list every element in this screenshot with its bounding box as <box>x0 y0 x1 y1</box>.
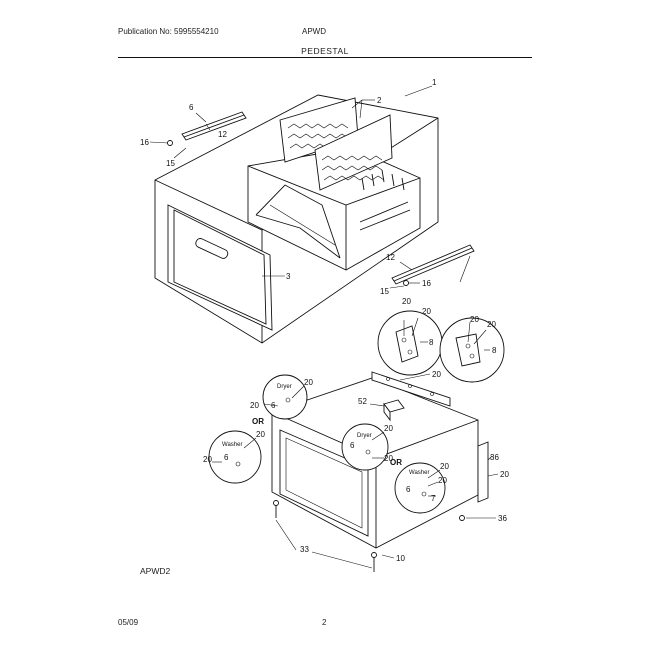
washer-label: Washer <box>409 470 429 476</box>
bracket-detail-circle-1: 20 20 8 <box>377 297 443 376</box>
drawer-assembly: 1 2 6 12 16 15 3 12 15 16 <box>140 78 475 344</box>
bracket-detail-circle-2: 20 20 8 <box>439 315 505 383</box>
label-6: 6 <box>350 441 355 450</box>
pedestal-base-assembly: 20 52 36 20 36 33 10 <box>271 370 509 572</box>
lower-leader-lines <box>275 373 499 569</box>
callout-12-right: 12 <box>386 253 395 262</box>
tub-brace <box>255 184 341 259</box>
tub-brace <box>269 204 336 246</box>
side-bracket-strip <box>477 441 489 503</box>
header-divider <box>118 57 532 58</box>
label-6: 6 <box>224 453 229 462</box>
callout-20: 20 <box>432 370 441 379</box>
callout-20: 20 <box>384 424 393 433</box>
callout-20: 20 <box>304 378 313 387</box>
screw-16-left <box>167 140 173 146</box>
callout-36-bottom: 36 <box>498 514 507 523</box>
callout-20: 20 <box>487 320 496 329</box>
callout-20: 20 <box>440 462 449 471</box>
callout-10: 10 <box>396 554 405 563</box>
screw-36 <box>459 515 465 521</box>
callout-20: 20 <box>500 470 509 479</box>
callout-15-right: 15 <box>380 287 389 296</box>
washer-detail-right: Washer 6 20 20 7 <box>394 462 449 514</box>
callout-20: 20 <box>203 455 212 464</box>
vent-panel-2 <box>314 114 393 191</box>
callout-20: 20 <box>250 401 259 410</box>
callout-20: 20 <box>384 454 393 463</box>
dryer-label: Dryer <box>357 433 372 439</box>
callout-16-left: 16 <box>140 138 149 147</box>
tub-brace <box>255 214 341 259</box>
callout-33: 33 <box>300 545 309 554</box>
callout-2: 2 <box>377 96 382 105</box>
drawer-front-inset <box>173 209 267 325</box>
pedestal-front-opening <box>279 429 369 537</box>
callout-20: 20 <box>256 430 265 439</box>
callout-16-right: 16 <box>422 279 431 288</box>
left-slide-rail-edge <box>183 114 245 138</box>
callout-3: 3 <box>286 272 291 281</box>
callout-36-side: 36 <box>490 453 499 462</box>
label-6: 6 <box>406 485 411 494</box>
callout-6: 6 <box>189 103 194 112</box>
pedestal-front-inner <box>285 437 363 529</box>
screw-16-right <box>403 280 409 286</box>
callout-1: 1 <box>432 78 437 87</box>
or-label: OR <box>252 417 264 426</box>
drawer-front-panel <box>167 204 273 331</box>
callout-15-left: 15 <box>166 159 175 168</box>
dryer-detail-center: Dryer 6 20 20 <box>341 423 393 471</box>
callout-20: 20 <box>402 297 411 306</box>
callout-52: 52 <box>358 397 367 406</box>
washer-detail-left: Washer 6 20 20 <box>203 430 265 484</box>
dryer-label: Dryer <box>277 384 292 390</box>
dryer-detail-top: Dryer 6 20 20 <box>250 374 313 420</box>
drawer-handle <box>195 238 229 259</box>
diagram-code: APWD2 <box>140 566 171 576</box>
top-bracket-strip <box>371 371 451 407</box>
right-slide-rail-edge <box>393 247 473 282</box>
label-8: 8 <box>429 338 434 347</box>
publication-number: Publication No: 5995554210 <box>118 27 219 36</box>
or-label: OR <box>390 458 402 467</box>
label-7: 7 <box>431 494 436 503</box>
washer-label: Washer <box>222 442 242 448</box>
callout-12-left: 12 <box>218 130 227 139</box>
upper-leader-lines <box>149 85 471 289</box>
callout-20: 20 <box>470 315 479 324</box>
page-title: PEDESTAL <box>301 46 349 56</box>
page-number: 2 <box>322 618 327 627</box>
model-number: APWD <box>302 27 326 36</box>
label-8: 8 <box>492 346 497 355</box>
footer-date: 05/09 <box>118 618 139 627</box>
callout-20: 20 <box>438 476 447 485</box>
tub-vent-slots <box>359 169 411 231</box>
callout-20: 20 <box>422 307 431 316</box>
